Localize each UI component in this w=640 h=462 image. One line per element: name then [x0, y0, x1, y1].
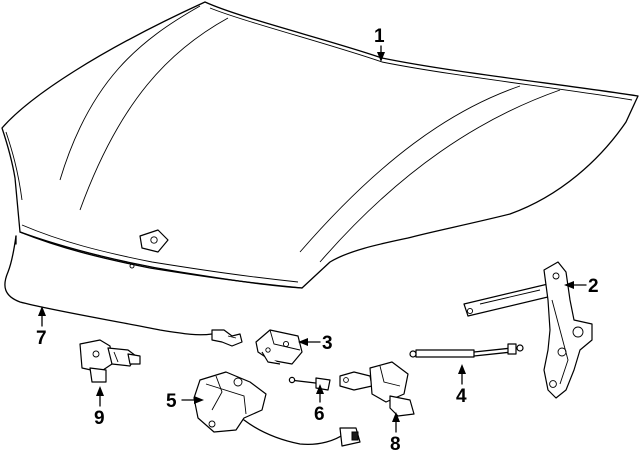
callout-lift-support: 4	[456, 386, 467, 407]
lift-support	[409, 343, 524, 358]
hood-striker	[255, 329, 303, 365]
hood-ajar-switch-right	[339, 361, 415, 417]
hood-latch	[193, 371, 361, 447]
callout-striker: 3	[322, 333, 333, 354]
callout-switch-left: 9	[94, 408, 105, 429]
callout-hinge: 2	[588, 276, 599, 297]
hood-hinge	[463, 261, 593, 399]
release-cable	[4, 235, 243, 347]
hood-panel	[1, 1, 639, 289]
callout-clip: 6	[314, 404, 325, 425]
callout-release-cable: 7	[36, 328, 47, 349]
leader-lines	[38, 45, 587, 433]
callout-latch: 5	[166, 391, 177, 412]
hood-ajar-switch-left	[79, 339, 141, 383]
hood-clip	[288, 376, 331, 391]
callout-hood: 1	[374, 26, 385, 47]
callout-switch-right: 8	[390, 434, 401, 455]
